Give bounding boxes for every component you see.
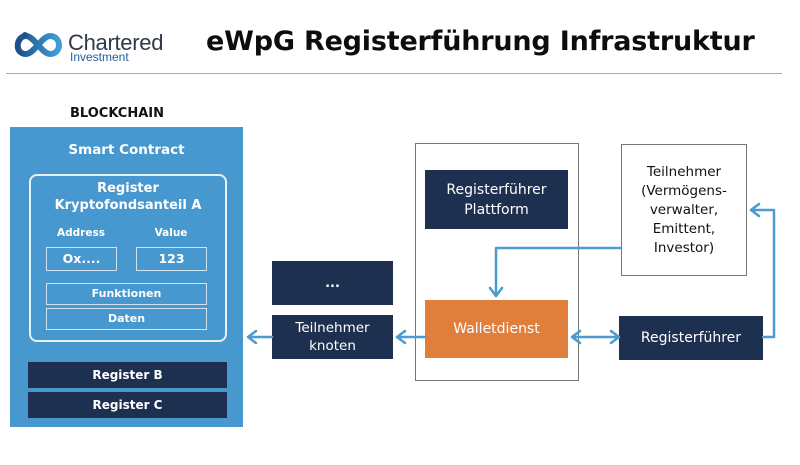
arrow-wallet-to-node [395, 329, 427, 345]
brand-name: Chartered [68, 30, 164, 55]
register-c: Register C [28, 392, 227, 418]
data-cell: Daten [46, 308, 207, 330]
register-a-title-line2: Kryptofondsanteil A [54, 198, 202, 213]
register-a-title-line1: Register [97, 181, 159, 196]
participant-node-line1: Teilnehmer [295, 320, 370, 336]
brand-subname: Investment [70, 50, 129, 64]
infinity-logo-icon [14, 32, 62, 58]
value-value: 123 [136, 247, 207, 271]
platform-frame [415, 143, 579, 381]
value-label: Value [154, 227, 188, 239]
arrow-node-to-blockchain [246, 329, 274, 345]
participant-line1: Teilnehmer [646, 163, 722, 180]
address-value: Ox.... [46, 247, 117, 271]
participant-line3: verwalter, [649, 201, 719, 218]
address-label: Address [57, 227, 105, 239]
arrow-participant-to-wallet [488, 246, 623, 298]
register-b: Register B [28, 362, 227, 388]
register-a-box [29, 174, 227, 342]
registrar-box: Registerführer [619, 316, 763, 360]
participant-box: Teilnehmer (Vermögens- verwalter, Emitte… [621, 144, 747, 276]
page-title: eWpG Registerführung Infrastruktur [206, 26, 755, 57]
registrar-platform-box: Registerführer Plattform [425, 170, 568, 229]
blockchain-label: BLOCKCHAIN [70, 106, 165, 121]
header-divider [6, 73, 782, 74]
smart-contract-label: Smart Contract [68, 142, 185, 158]
arrow-registrar-wallet-bidirectional [570, 329, 621, 345]
participant-line4: Emittent, [652, 220, 716, 237]
participant-line2: (Vermögens- [641, 182, 727, 199]
wallet-service-box: Walletdienst [425, 300, 568, 358]
more-nodes-box: ... [272, 261, 393, 305]
participant-node-line2: knoten [309, 338, 356, 354]
arrow-registrar-to-participant [749, 202, 776, 339]
participant-line5: Investor) [653, 239, 715, 256]
functions-cell: Funktionen [46, 283, 207, 305]
registrar-platform-line1: Registerführer [446, 181, 547, 198]
registrar-platform-line2: Plattform [464, 201, 529, 218]
register-a-title: Register Kryptofondsanteil A [29, 180, 227, 214]
participant-node-box: Teilnehmer knoten [272, 315, 393, 359]
